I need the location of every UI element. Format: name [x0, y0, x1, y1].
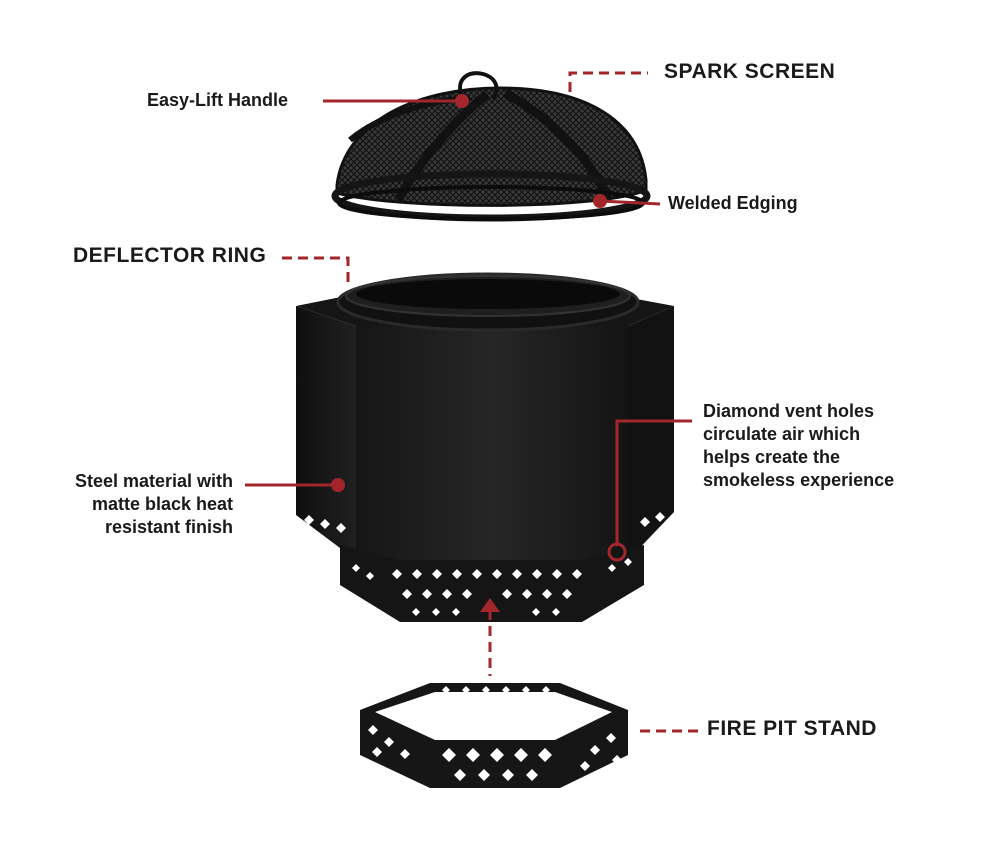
- diamond-vent-line-1: Diamond vent holes: [703, 401, 875, 421]
- deflector-ring-label: DEFLECTOR RING: [73, 244, 267, 267]
- diamond-vent-line-3: helps create the: [703, 447, 841, 467]
- steel-material-line-2: matte black heat: [91, 494, 233, 514]
- spark-screen: [331, 71, 651, 222]
- fire-pit-body: [296, 272, 674, 622]
- diamond-vent-line-2: circulate air which: [703, 424, 861, 444]
- fire-pit-stand-label: FIRE PIT STAND: [707, 717, 877, 740]
- lower-vent-diamonds: [352, 558, 632, 616]
- steel-material-line-3: resistant finish: [104, 517, 233, 537]
- diamond-vent-label: Diamond vent holes circulate air which h…: [703, 400, 894, 492]
- body-vent-row: [304, 512, 665, 533]
- fire-pit-stand: [360, 683, 628, 788]
- steel-material-label: Steel material with matte black heat res…: [75, 470, 233, 539]
- spark-screen-label: SPARK SCREEN: [664, 60, 836, 83]
- diamond-vent-line-4: smokeless experience: [703, 470, 895, 490]
- steel-material-line-1: Steel material with: [74, 471, 233, 491]
- easy-lift-handle-label: Easy-Lift Handle: [147, 90, 289, 110]
- welded-edging-label: Welded Edging: [668, 193, 798, 213]
- stand-top-diamonds: [442, 686, 550, 694]
- callout-markers: [331, 94, 607, 612]
- stand-vent-diamonds: [368, 725, 622, 781]
- callouts: [245, 71, 698, 733]
